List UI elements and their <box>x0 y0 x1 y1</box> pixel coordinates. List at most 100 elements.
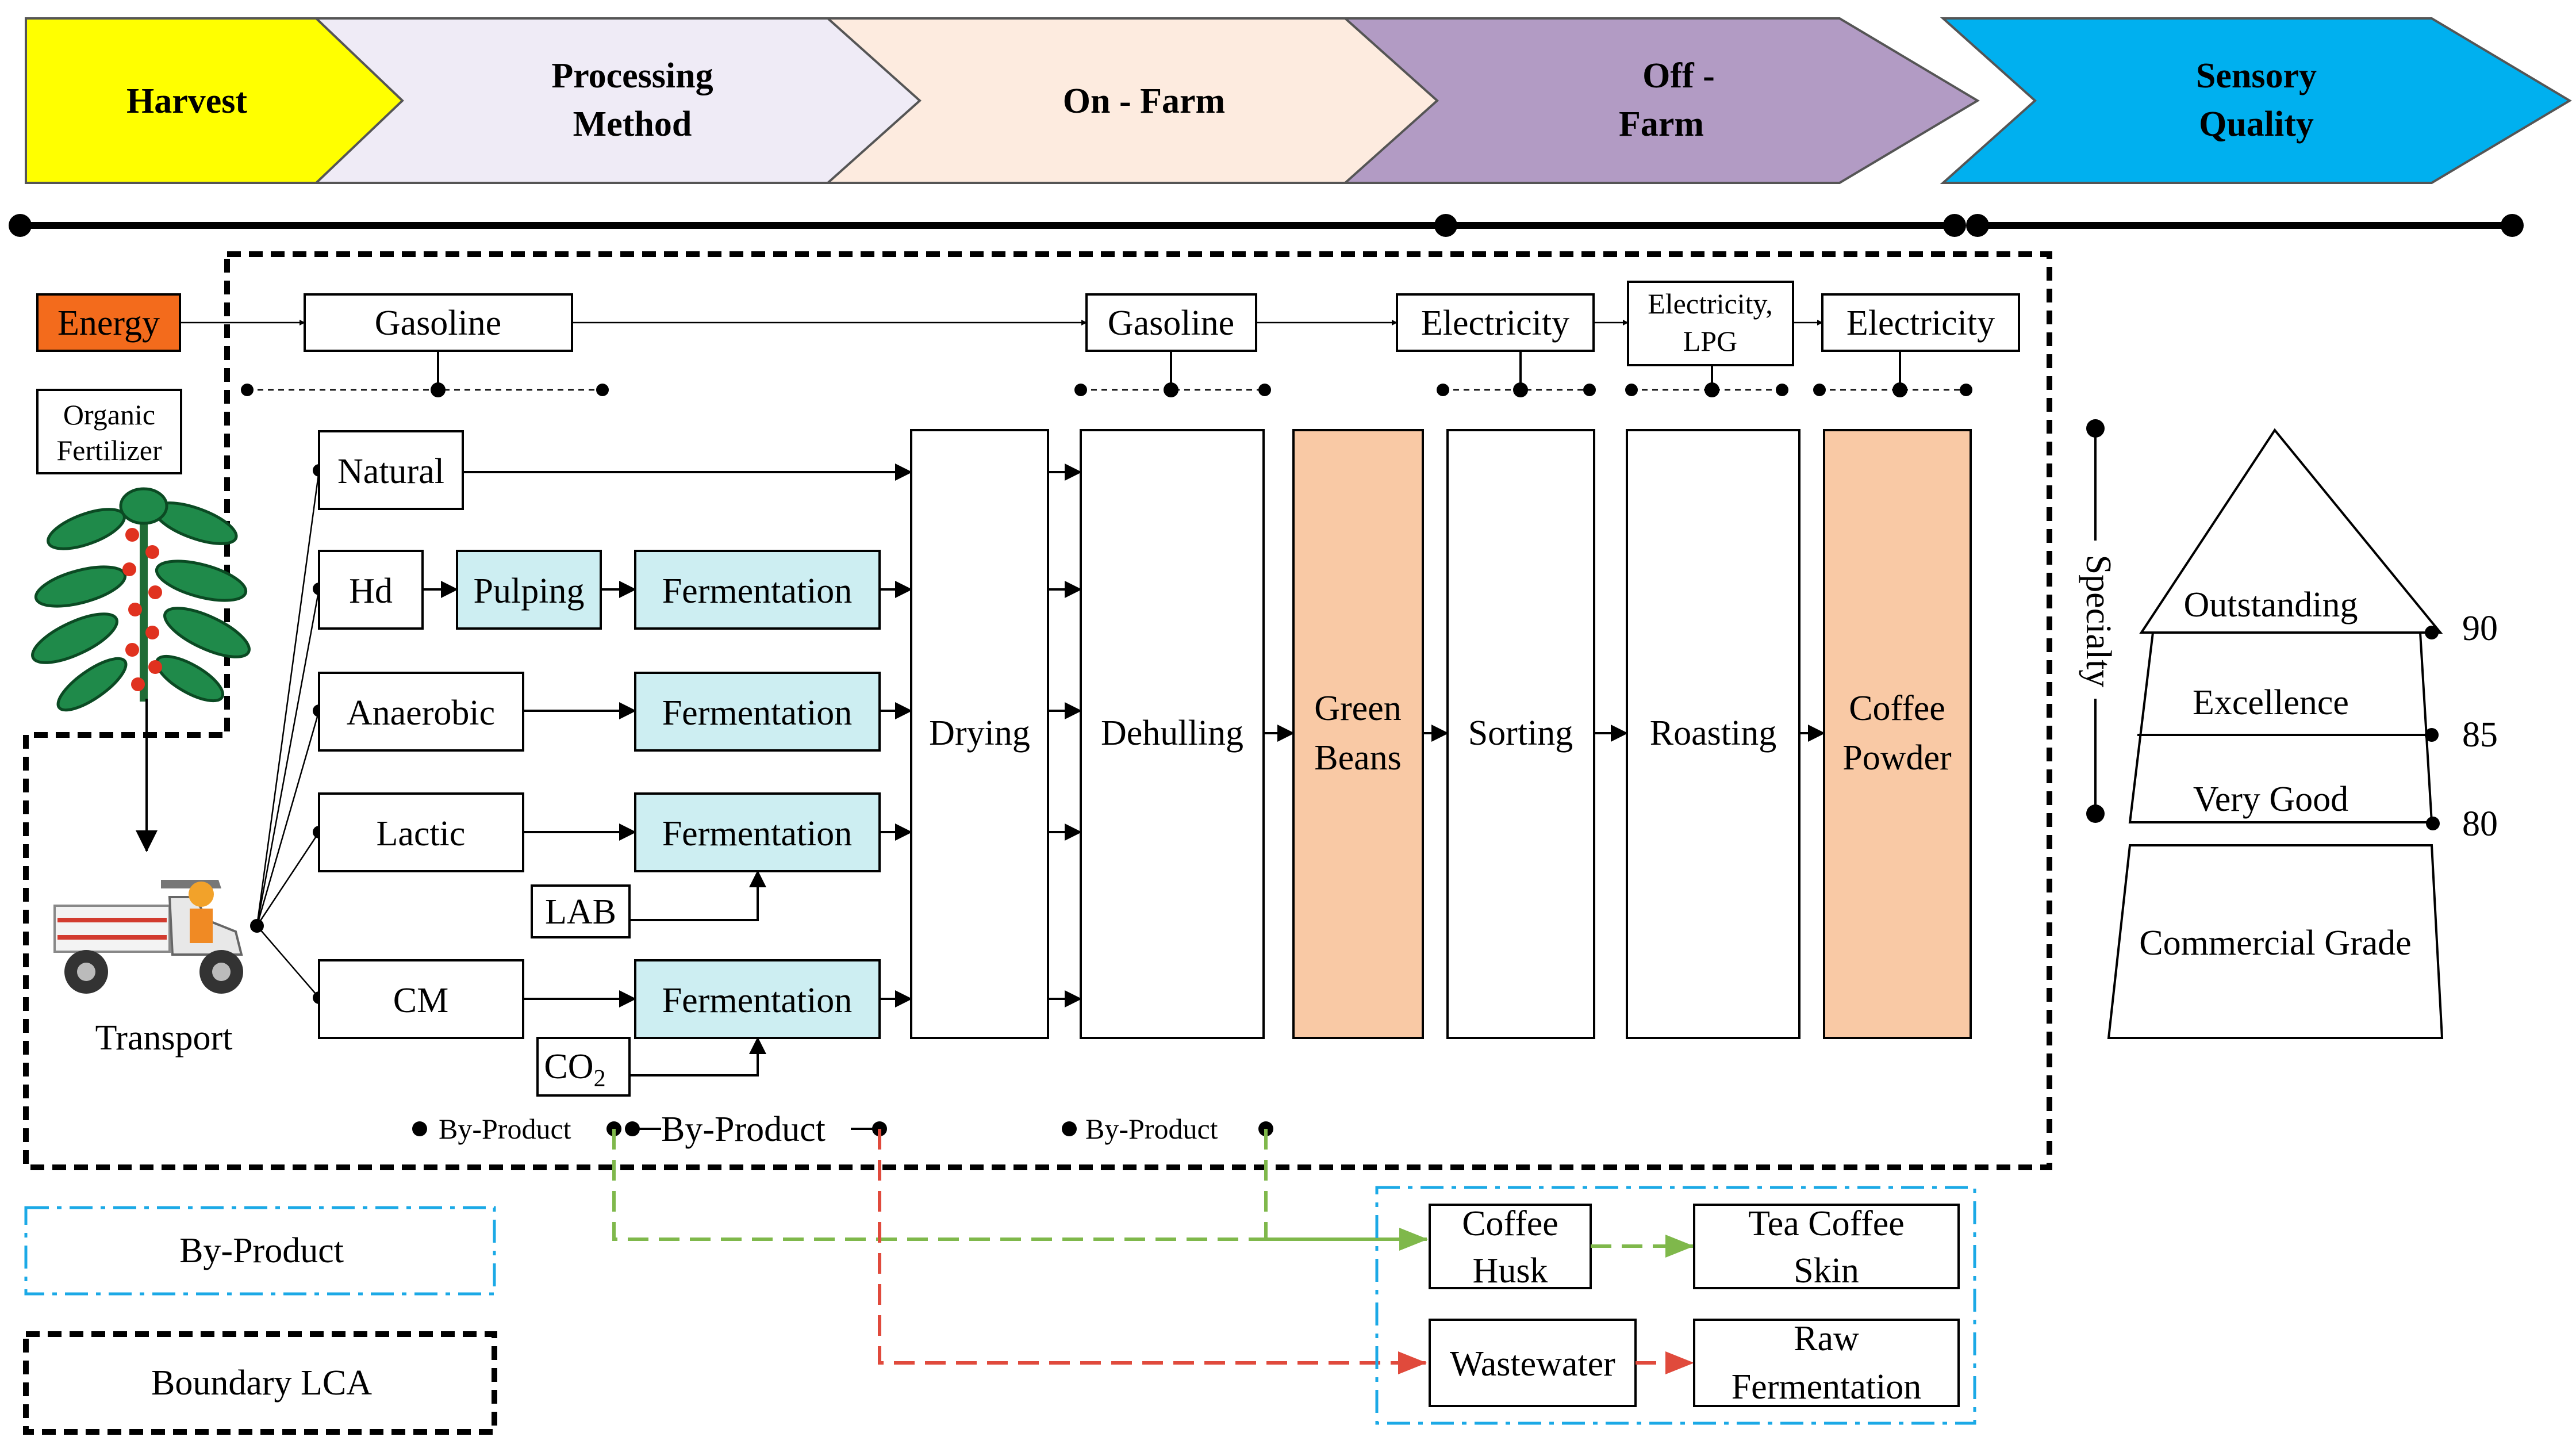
co2-box <box>536 1037 631 1097</box>
stage-harvest-label: Harvest <box>126 82 247 121</box>
raw-fermentation-label-1: Raw <box>1794 1319 1859 1358</box>
tier-commercial-label: Commercial Grade <box>2139 924 2411 963</box>
drying-to-dehulling-arrows <box>1048 463 1082 1007</box>
sorting-label: Sorting <box>1468 714 1573 753</box>
electricity-lpg-label-2: LPG <box>1683 325 1737 357</box>
natural-label: Natural <box>337 452 444 491</box>
electricity-box-1 <box>1396 293 1595 352</box>
transport-tricycle-icon <box>53 880 243 994</box>
tier-very-good-label: Very Good <box>2193 780 2348 819</box>
drying-label: Drying <box>929 714 1030 753</box>
legend-byproduct-box <box>24 1206 496 1296</box>
coffee-powder-box <box>1823 429 1972 1039</box>
fermentation-box-lactic <box>634 792 881 872</box>
stage-processing-label-2: Method <box>573 105 692 144</box>
tier-outstanding-label: Outstanding <box>2183 585 2358 625</box>
transport-fanout <box>250 464 325 1004</box>
lab-label: LAB <box>545 892 616 932</box>
fermentation-box-anaerobic <box>634 672 881 752</box>
anaerobic-box <box>318 672 524 752</box>
stage-offfarm-label-2: Farm <box>1619 105 1704 144</box>
byproduct-outcomes-region <box>1375 1186 1976 1425</box>
score-85-label: 85 <box>2462 715 2498 754</box>
electricity-label-1: Electricity <box>1421 304 1569 343</box>
dehulling-label: Dehulling <box>1101 714 1243 753</box>
tea-coffee-skin-box <box>1693 1204 1960 1289</box>
co2-label: CO2 <box>544 1047 605 1092</box>
pulping-box <box>456 550 602 630</box>
stage-processing-chevron <box>313 17 945 184</box>
fermentation-label-anaerobic: Fermentation <box>662 694 853 733</box>
pyramid-commercial <box>2107 844 2444 1039</box>
roasting-box <box>1626 429 1800 1039</box>
stage-sensory-label-2: Quality <box>2199 105 2314 144</box>
score-80-label: 80 <box>2462 804 2498 844</box>
stage-offfarm-chevron <box>1342 17 1980 184</box>
green-beans-label-1: Green <box>1314 689 1401 728</box>
electricity-box-2 <box>1821 293 2020 352</box>
raw-fermentation-box <box>1693 1319 1960 1407</box>
byproduct-label-3: By-Product <box>1085 1113 1218 1145</box>
husk-flow-line <box>612 1129 1429 1241</box>
coffee-husk-label-2: Husk <box>1473 1251 1548 1290</box>
tea-coffee-skin-label-1: Tea Coffee <box>1748 1204 1905 1243</box>
lab-box <box>531 884 631 938</box>
electricity-lpg-label-1: Electricity, <box>1648 288 1772 320</box>
stage-sensory-label-1: Sensory <box>2196 56 2317 95</box>
tier-excellence-label: Excellence <box>2193 683 2349 722</box>
electricity-label-2: Electricity <box>1846 304 1995 343</box>
organic-fertilizer-label-1: Organic <box>63 399 155 431</box>
lactic-label: Lactic <box>377 814 466 853</box>
lactic-box <box>318 792 524 872</box>
legend-boundary-label: Boundary LCA <box>151 1363 372 1403</box>
legend-byproduct-label: By-Product <box>179 1231 344 1270</box>
transport-label: Transport <box>95 1018 233 1058</box>
gasoline-label-2: Gasoline <box>1108 304 1234 343</box>
wastewater-box <box>1429 1319 1637 1407</box>
sensory-pyramid: Specialty Outstanding Excellence Very Go… <box>2079 419 2498 1039</box>
roasting-label: Roasting <box>1650 714 1776 753</box>
byproduct-label-2: By-Product <box>661 1110 826 1149</box>
green-beans-label-2: Beans <box>1314 738 1402 777</box>
coffee-powder-label-2: Powder <box>1842 738 1952 777</box>
stage-onfarm-label: On - Farm <box>1063 82 1225 121</box>
raw-fermentation-label-2: Fermentation <box>1732 1367 1922 1407</box>
stage-sensory-chevron <box>1940 17 2572 184</box>
hd-box <box>318 550 424 630</box>
sorting-box <box>1446 429 1595 1039</box>
coffee-powder-label-1: Coffee <box>1849 689 1945 728</box>
legend-boundary-box <box>23 1331 497 1435</box>
organic-fertilizer-box <box>36 389 182 474</box>
drying-box <box>910 429 1049 1039</box>
wastewater-label: Wastewater <box>1450 1344 1615 1384</box>
hd-label: Hd <box>349 572 393 611</box>
cm-label: CM <box>393 981 448 1020</box>
tea-coffee-skin-label-2: Skin <box>1794 1251 1859 1290</box>
score-90-label: 90 <box>2462 609 2498 648</box>
coffee-husk-box <box>1429 1204 1592 1289</box>
fermentation-label-hd: Fermentation <box>662 572 853 611</box>
gasoline-label-1: Gasoline <box>375 304 501 343</box>
lca-boundary <box>23 251 2052 1170</box>
organic-fertilizer-label-2: Fertilizer <box>56 434 162 466</box>
natural-box <box>318 430 464 510</box>
stage-processing-label-1: Processing <box>551 56 713 95</box>
electricity-lpg-box <box>1627 281 1794 366</box>
byproduct-label-1: By-Product <box>439 1113 571 1145</box>
coffee-plant-icon <box>31 487 251 712</box>
energy-label: Energy <box>57 304 160 343</box>
cm-box <box>318 959 524 1039</box>
pulping-label: Pulping <box>474 572 585 611</box>
byproduct-markers: By-Product By-Product By-Product <box>412 1110 1273 1149</box>
fermentation-label-lactic: Fermentation <box>662 814 853 853</box>
coffee-husk-label-1: Coffee <box>1462 1204 1558 1243</box>
energy-brackets <box>241 351 1972 397</box>
wastewater-flow-line <box>878 1129 1427 1374</box>
timeline <box>9 214 2524 237</box>
stage-offfarm-label-1: Off - <box>1642 56 1715 95</box>
stage-banner: Harvest Processing Method On - Farm Off … <box>25 17 2572 184</box>
anaerobic-label: Anaerobic <box>347 694 495 733</box>
fermentation-box-hd <box>634 550 881 630</box>
green-beans-box <box>1292 429 1424 1039</box>
dehulling-box <box>1080 429 1265 1039</box>
